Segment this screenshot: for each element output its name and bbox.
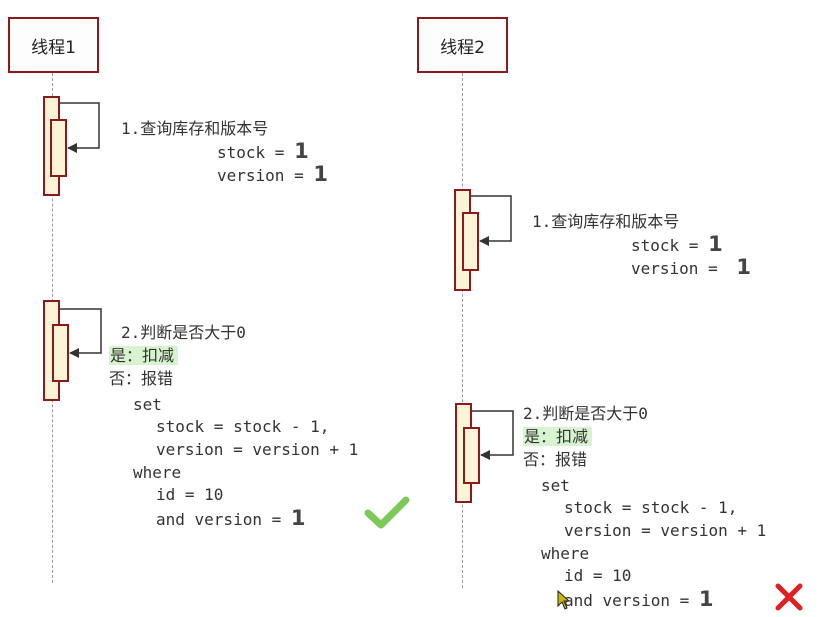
activation-thread2-query-inner [462,212,479,271]
participant-thread2: 线程2 [417,17,508,73]
activation-thread1-query-inner [50,119,67,177]
thread2-sql-version-cond: and version = 1 [564,588,713,612]
check-icon [364,496,410,529]
thread1-judge-yes-text: 是：扣减 [109,346,179,365]
thread1-sql-stock: stock = stock - 1, [156,417,330,436]
thread1-judge-title: 2.判断是否大于0 [121,323,246,342]
cross-icon [775,583,803,611]
thread1-query-stock-label: stock = [217,143,295,162]
thread2-judge-no: 否：报错 [523,450,588,469]
lifeline-thread2 [462,73,463,588]
participant-thread1-label: 线程1 [31,37,76,58]
self-call-arrow-thread1-query [60,102,100,153]
thread2-query-title: 1.查询库存和版本号 [532,212,680,231]
thread2-sql-version-cond-value: 1 [698,587,714,611]
thread1-judge-no: 否：报错 [109,369,174,388]
thread2-query-stock: stock = 1 [631,233,723,257]
thread2-sql-where: where [541,544,590,563]
thread1-sql-version-cond: and version = 1 [156,507,305,531]
thread2-query-stock-value: 1 [708,232,723,256]
thread1-sql-set: set [133,395,162,414]
thread2-sql-version: version = version + 1 [564,521,767,540]
activation-thread1-judge-inner [52,324,69,382]
thread1-query-version-label: version = [217,166,314,185]
thread2-query-stock-label: stock = [631,236,709,255]
mouse-cursor-icon [557,590,571,610]
thread2-sql-version-cond-label: and version = [564,591,699,610]
thread2-query-version-label: version = [631,259,728,278]
thread1-query-stock-value: 1 [294,139,309,163]
thread1-sql-id: id = 10 [156,485,224,504]
thread1-query-stock: stock = 1 [217,140,309,164]
participant-thread1: 线程1 [8,17,99,73]
thread2-judge-yes: 是：扣减 [523,426,593,448]
thread1-sql-version: version = version + 1 [156,440,359,459]
thread2-judge-yes-text: 是：扣减 [523,427,593,446]
thread2-query-version-value: 1 [736,255,751,279]
self-call-arrow-thread2-judge [472,410,514,460]
activation-thread2-judge-inner [463,427,480,484]
participant-thread2-label: 线程2 [440,37,485,58]
thread1-sql-where: where [133,463,182,482]
thread2-sql-id: id = 10 [564,566,632,585]
thread1-query-title: 1.查询库存和版本号 [121,119,269,138]
thread2-judge-title: 2.判断是否大于0 [523,404,648,423]
self-call-arrow-thread2-query [471,195,512,246]
thread2-sql-set: set [541,476,570,495]
thread2-sql-stock: stock = stock - 1, [564,498,738,517]
thread1-judge-yes: 是：扣减 [109,345,179,367]
thread1-query-version: version = 1 [217,163,328,187]
thread1-sql-version-cond-value: 1 [290,506,306,530]
thread2-query-version: version = 1 [631,256,751,280]
thread1-query-version-value: 1 [313,162,328,186]
self-call-arrow-thread1-judge [60,308,102,358]
thread1-sql-version-cond-label: and version = [156,510,291,529]
